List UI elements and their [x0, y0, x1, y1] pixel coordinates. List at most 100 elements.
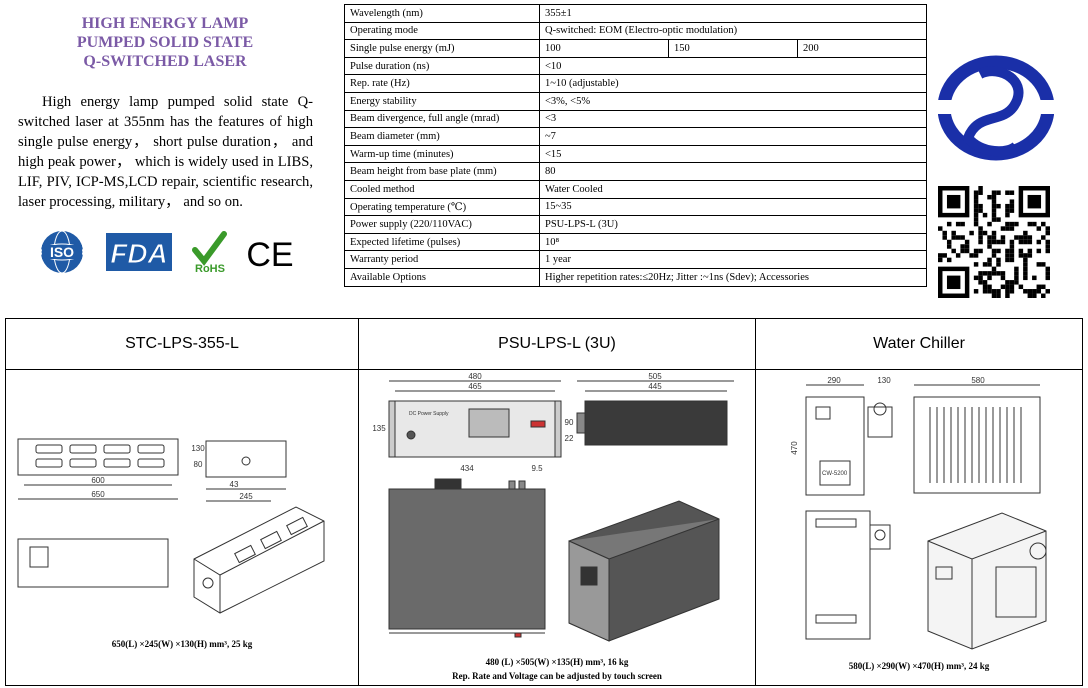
- iso-logo: ISO: [40, 230, 84, 274]
- laser-head-drawing: 600 650 130 80 43 245: [17, 438, 325, 614]
- spec-value: 80: [539, 162, 927, 181]
- water-chiller-header: Water Chiller: [756, 319, 1082, 370]
- laser-head-header: STC-LPS-355-L: [6, 319, 358, 370]
- dim-480: 480: [468, 372, 482, 381]
- spec-row: Beam diameter (mm)~7: [344, 127, 927, 146]
- ce-text: CE: [246, 236, 293, 274]
- dim-290: 290: [827, 376, 841, 385]
- spec-row: Energy stability<3%, <5%: [344, 91, 927, 111]
- qr-code-icon: [938, 186, 1050, 298]
- product-drawings-panel: STC-LPS-355-L: [5, 318, 1083, 686]
- spec-value: <10: [539, 56, 927, 76]
- spec-value: ~7: [539, 127, 927, 146]
- certification-logos: ISO FDA RoHS CE: [40, 230, 294, 275]
- spec-label: Power supply (220/110VAC): [344, 215, 540, 234]
- spec-value: <3%, <5%: [539, 91, 927, 111]
- spec-label: Beam height from base plate (mm): [344, 162, 540, 181]
- spec-label: Available Options: [344, 267, 540, 287]
- power-supply-drawing: DC Power Supply 480 465 505 445 135 90 2…: [372, 372, 734, 642]
- dim-80: 80: [194, 460, 203, 469]
- dim-470: 470: [790, 441, 799, 455]
- spec-value: Q-switched: EOM (Electro-optic modulatio…: [539, 21, 927, 41]
- dim-650: 650: [91, 490, 105, 499]
- spec-row: Expected lifetime (pulses)10⁸: [344, 232, 927, 252]
- spec-row: Beam height from base plate (mm)80: [344, 162, 927, 181]
- rohs-text: RoHS: [195, 263, 225, 275]
- rohs-logo: RoHS: [192, 231, 227, 275]
- title-line-2: PUMPED SOLID STATE: [76, 34, 254, 51]
- panel-label: DC Power Supply: [409, 411, 449, 417]
- power-supply-note: Rep. Rate and Voltage can be adjusted by…: [452, 671, 662, 681]
- fda-logo: FDA: [106, 233, 172, 271]
- spec-label: Expected lifetime (pulses): [344, 232, 540, 252]
- spec-value: <3: [539, 109, 927, 129]
- dim-600: 600: [91, 476, 105, 485]
- spec-value: Higher repetition rates:≤20Hz; Jitter :~…: [539, 267, 927, 287]
- dim-445: 445: [648, 382, 662, 391]
- laser-head-column: STC-LPS-355-L: [6, 319, 359, 685]
- title-line-3: Q-SWITCHED LASER: [83, 53, 247, 70]
- water-chiller-column: Water Chiller: [756, 319, 1082, 685]
- spec-label: Operating temperature (℃): [344, 197, 540, 217]
- dim-465: 465: [468, 382, 482, 391]
- power-supply-header: PSU-LPS-L (3U): [359, 319, 755, 370]
- dim-505: 505: [648, 372, 662, 381]
- chiller-model-label: CW-5200: [822, 471, 848, 477]
- spec-label: Beam divergence, full angle (mrad): [344, 109, 540, 129]
- spec-row: Operating temperature (℃)15~35: [344, 197, 927, 217]
- dim-9-5: 9.5: [531, 464, 543, 473]
- spec-row: Power supply (220/110VAC)PSU-LPS-L (3U): [344, 215, 927, 234]
- spec-label: Warm-up time (minutes): [344, 144, 540, 164]
- spec-label: Single pulse energy (mJ): [344, 39, 540, 58]
- spec-value: 355±1: [539, 4, 927, 23]
- spec-value: <15: [539, 144, 927, 164]
- spec-label: Beam diameter (mm): [344, 127, 540, 146]
- spec-label: Wavelength (nm): [344, 4, 540, 23]
- spec-value: 150: [668, 39, 798, 58]
- spec-row: Rep. rate (Hz)1~10 (adjustable): [344, 74, 927, 93]
- spec-row: Warm-up time (minutes)<15: [344, 144, 927, 164]
- water-chiller-drawing: 290 130 580 470 CW-5200: [790, 376, 1047, 650]
- dim-130: 130: [191, 444, 205, 453]
- spec-label: Warranty period: [344, 250, 540, 269]
- spec-value: 100: [539, 39, 669, 58]
- spec-row: Beam divergence, full angle (mrad)<3: [344, 109, 927, 129]
- dim-245: 245: [239, 492, 253, 501]
- spec-label: Operating mode: [344, 21, 540, 41]
- dim-580: 580: [971, 376, 985, 385]
- power-supply-caption: 480 (L) ×505(W) ×135(H) mm³, 16 kg: [485, 657, 629, 667]
- dim-135: 135: [372, 424, 386, 433]
- spec-value: PSU-LPS-L (3U): [539, 215, 927, 234]
- title-line-1: HIGH ENERGY LAMP: [81, 15, 249, 32]
- dim-22: 22: [565, 434, 574, 443]
- spec-value: 200: [797, 39, 927, 58]
- water-chiller-caption: 580(L) ×290(W) ×470(H) mm³, 24 kg: [848, 661, 990, 671]
- dim-434: 434: [460, 464, 474, 473]
- spec-value: 1~10 (adjustable): [539, 74, 927, 93]
- spec-value: Water Cooled: [539, 179, 927, 199]
- spec-label: Pulse duration (ns): [344, 56, 540, 76]
- iso-text: ISO: [50, 244, 74, 260]
- spec-row: Wavelength (nm)355±1: [344, 4, 927, 23]
- spec-row: Pulse duration (ns)<10: [344, 56, 927, 76]
- page-title: HIGH ENERGY LAMP PUMPED SOLID STATE Q-SW…: [40, 14, 290, 71]
- spec-label: Rep. rate (Hz): [344, 74, 540, 93]
- company-logo-icon: [938, 55, 1054, 161]
- product-description: High energy lamp pumped solid state Q-sw…: [18, 94, 313, 210]
- power-supply-column: PSU-LPS-L (3U): [359, 319, 756, 685]
- spec-label: Energy stability: [344, 91, 540, 111]
- laser-head-caption: 650(L) ×245(W) ×130(H) mm³, 25 kg: [111, 639, 253, 649]
- dim-130: 130: [877, 376, 891, 385]
- dim-90: 90: [565, 418, 574, 427]
- dim-43: 43: [230, 480, 239, 489]
- fda-text: FDA: [110, 238, 168, 269]
- spec-label: Cooled method: [344, 179, 540, 199]
- spec-value: 10⁸: [539, 232, 927, 252]
- spec-value: 15~35: [539, 197, 927, 217]
